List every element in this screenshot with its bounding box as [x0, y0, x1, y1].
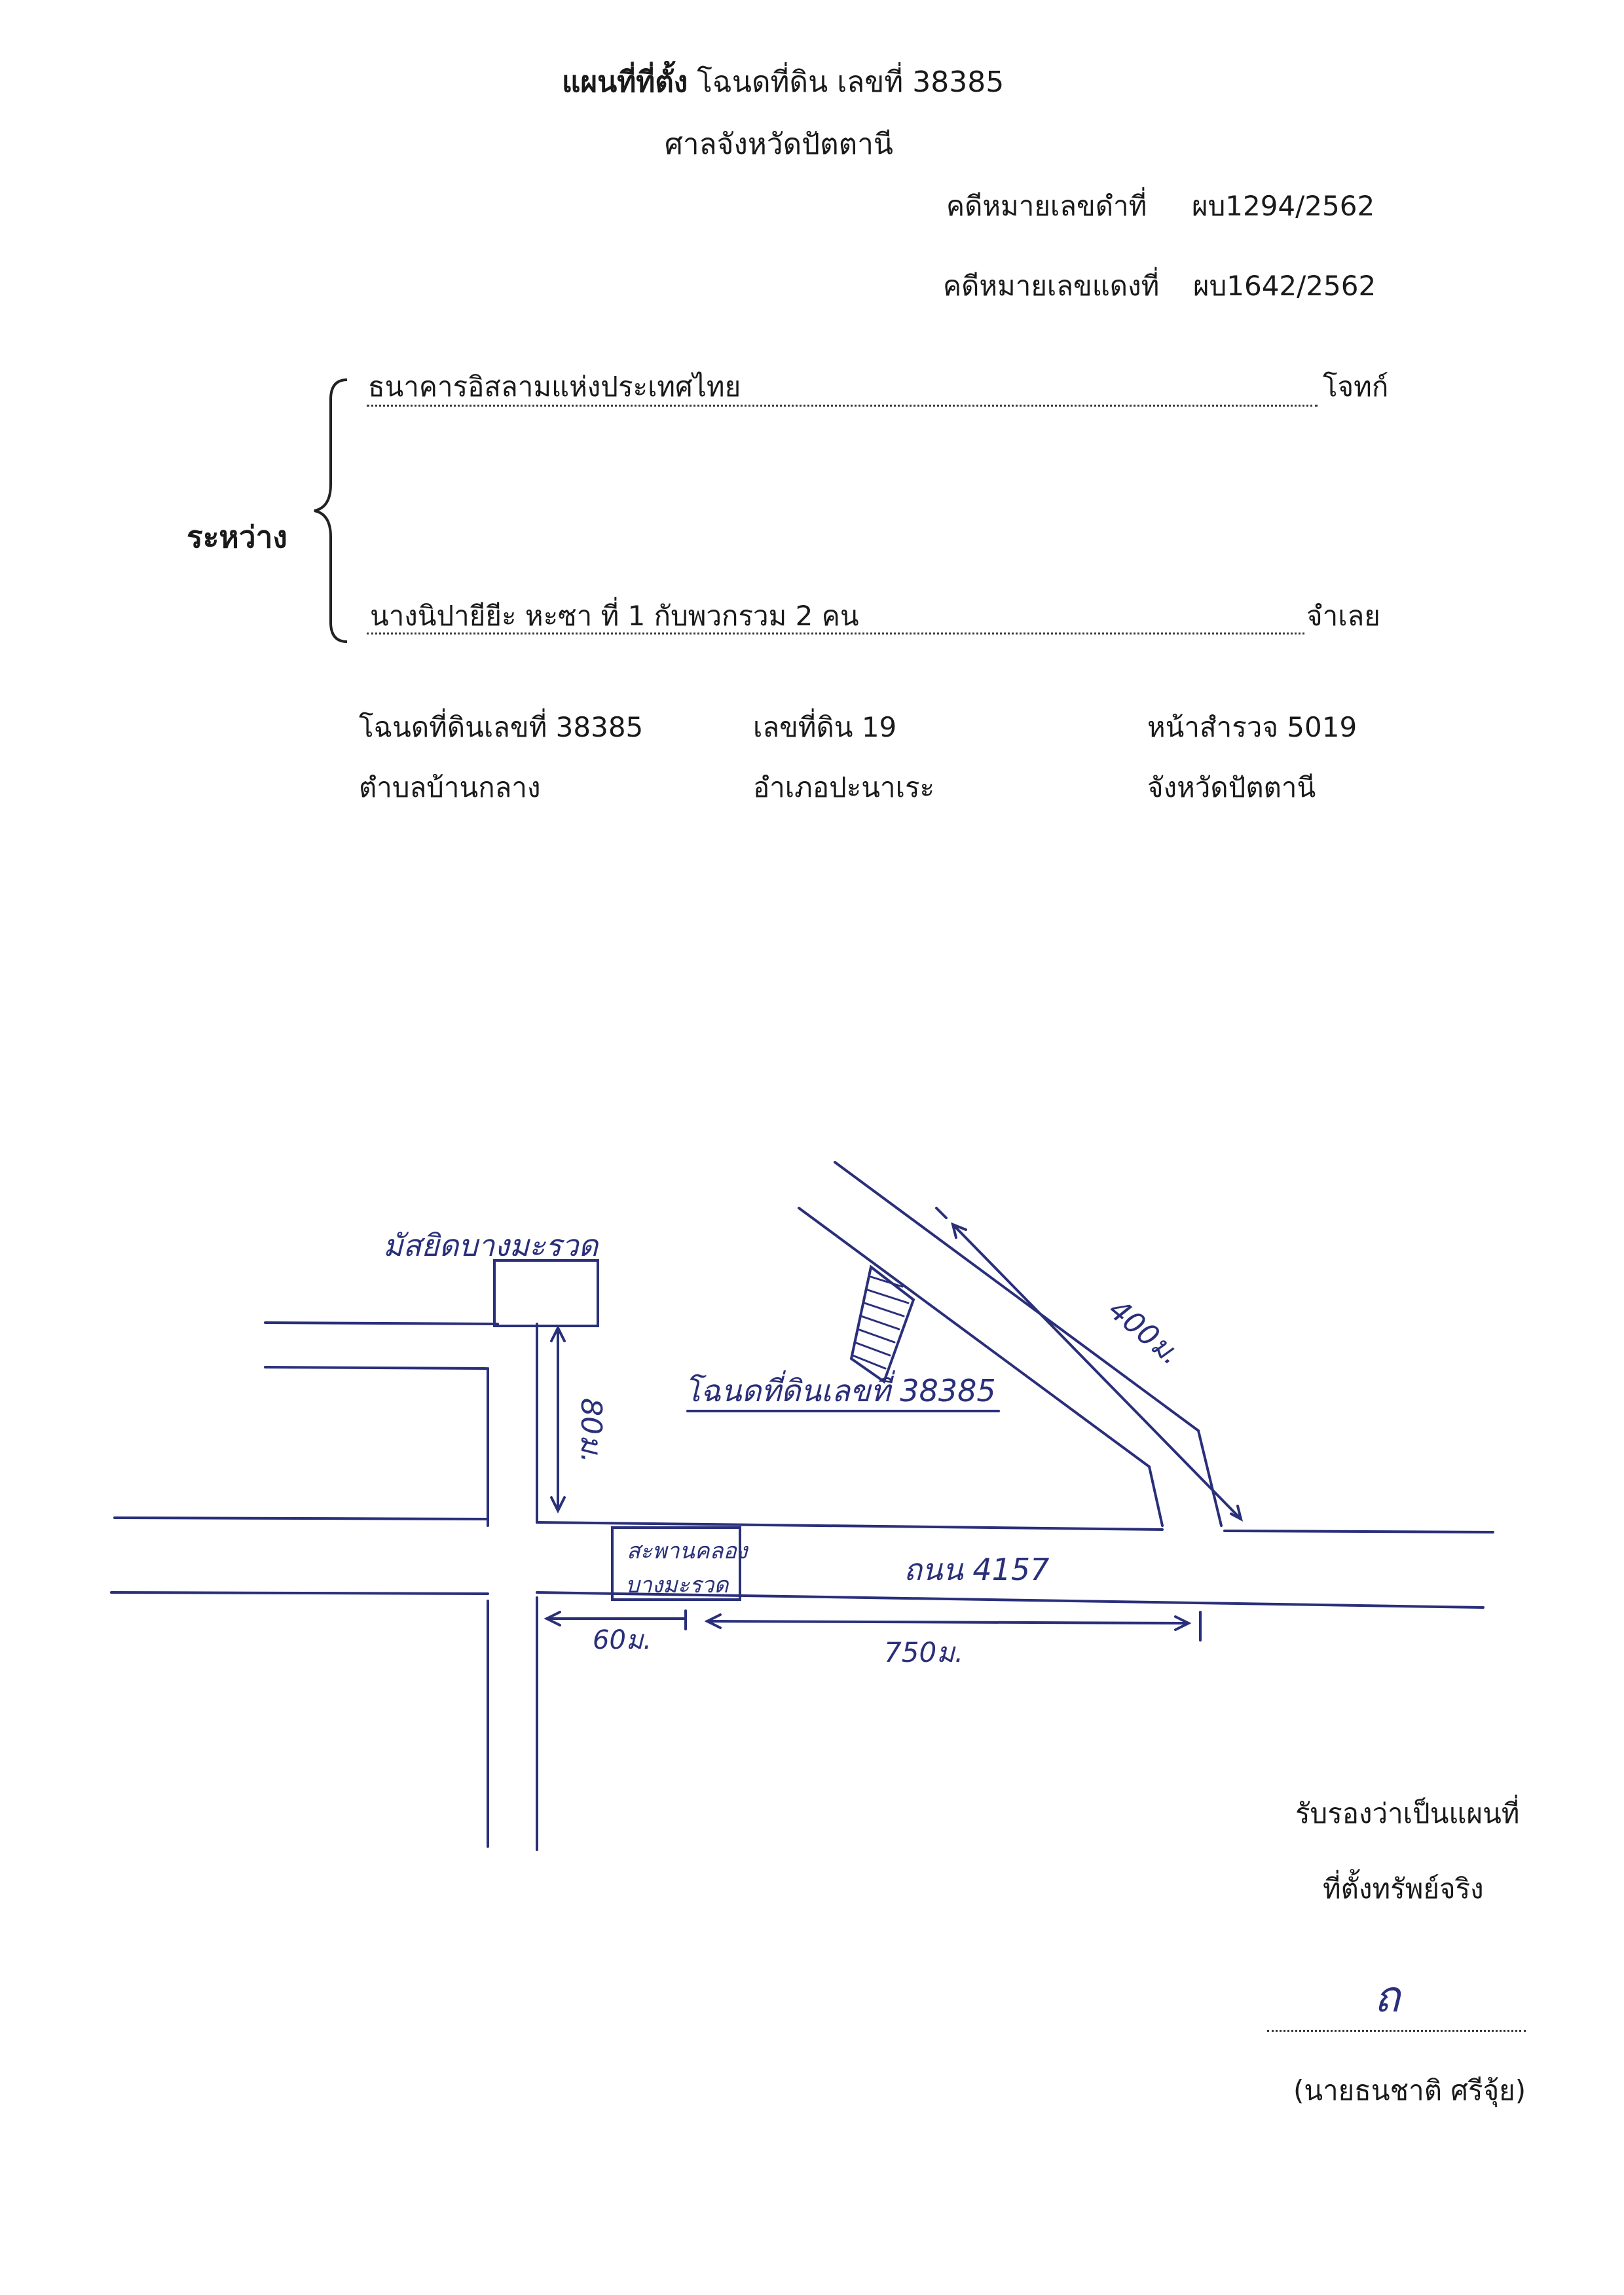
- title-bold: แผนที่ที่ตั้ง: [562, 65, 688, 99]
- diagonal-road-edge: [834, 1161, 1200, 1432]
- main-road-top-left: [113, 1516, 489, 1520]
- deed-number: โฉนดที่ดินเลขที่ 38385: [359, 711, 644, 743]
- main-road-top-middle: [536, 1521, 1164, 1531]
- main-road-top-right: [1223, 1530, 1494, 1533]
- signature-dotted-line: [1267, 2030, 1526, 2032]
- road-label: ถนน 4157: [904, 1552, 1049, 1587]
- mosque-box: [493, 1259, 599, 1327]
- side-road-edge: [264, 1321, 499, 1325]
- land-parcel: [849, 1264, 915, 1384]
- plaintiff-name: ธนาคารอิสลามแห่งประเทศไทย: [368, 371, 741, 403]
- deed-label: โฉนดที่ดินเลขที่ 38385: [684, 1370, 996, 1408]
- distance-400m-label: 400ม.: [1102, 1293, 1187, 1372]
- dimension-750m: [706, 1620, 1190, 1625]
- defendant-name: นางนิปายียีะ หะซา ที่ 1 กับพวกรวม 2 คน: [370, 600, 859, 632]
- distance-80m-label: 80ม.: [574, 1398, 608, 1463]
- main-road-bottom-right: [536, 1591, 1485, 1609]
- black-case-label: คดีหมายเลขดำที่: [946, 190, 1147, 222]
- dimension-400m: [951, 1223, 1242, 1520]
- diagonal-road-edge: [798, 1207, 1151, 1468]
- province: จังหวัดปัตตานี: [1147, 771, 1316, 803]
- bridge-box: [611, 1526, 741, 1601]
- certify-line1: รับรองว่าเป็นแผนที่: [1295, 1797, 1520, 1829]
- court-name: ศาลจังหวัดปัตตานี: [665, 128, 894, 161]
- bridge-label-line1: สะพานคลอง: [627, 1538, 749, 1564]
- between-label: ระหว่าง: [187, 519, 287, 555]
- parcel-hatching: [851, 1276, 910, 1370]
- plaintiff-dotted-line: [367, 405, 1318, 407]
- distance-750m-label: 750ม.: [884, 1636, 963, 1668]
- bridge-label-line2: บางมะรวด: [625, 1572, 729, 1598]
- diagonal-road-edge: [1148, 1465, 1164, 1527]
- certify-line2: ที่ตั้งทรัพย์จริง: [1323, 1873, 1484, 1905]
- diagonal-road-edge: [1197, 1429, 1223, 1527]
- mosque-label: มัสยิดบางมะรวด: [383, 1228, 599, 1263]
- distance-60m-label: 60ม.: [593, 1625, 652, 1655]
- plaintiff-role: โจทก์: [1323, 371, 1389, 403]
- side-road-edge: [264, 1366, 487, 1370]
- red-case-number: ผบ1642/2562: [1193, 270, 1376, 302]
- signature: ถ: [1374, 1972, 1400, 2022]
- red-case-label: คดีหมายเลขแดงที่: [943, 270, 1160, 302]
- parcel-number: เลขที่ดิน 19: [753, 711, 897, 743]
- defendant-dotted-line: [367, 633, 1304, 634]
- parties-brace: [314, 378, 348, 643]
- survey-page: หน้าสำรวจ 5019: [1147, 711, 1357, 743]
- district: อำเภอปะนาเระ: [753, 771, 935, 803]
- signer-name: (นายธนชาติ ศรีจุ้ย): [1293, 2074, 1526, 2106]
- subdistrict: ตำบลบ้านกลาง: [359, 771, 541, 803]
- black-case-number: ผบ1294/2562: [1192, 190, 1375, 222]
- page-title: แผนที่ที่ตั้ง โฉนดที่ดิน เลขที่ 38385: [562, 65, 1004, 100]
- title-rest: โฉนดที่ดิน เลขที่ 38385: [697, 65, 1005, 99]
- main-road-bottom-left: [110, 1591, 489, 1595]
- defendant-role: จำเลย: [1306, 600, 1380, 632]
